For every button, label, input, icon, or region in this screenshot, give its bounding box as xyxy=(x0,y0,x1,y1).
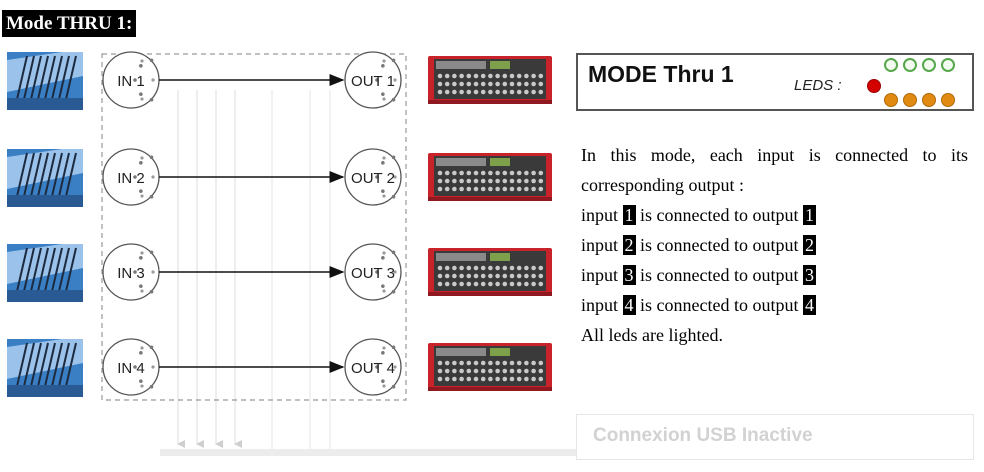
input-number: 3 xyxy=(622,265,636,285)
usb-status-panel: Connexion USB Inactive xyxy=(576,414,974,460)
midi-in-port-label: IN 2 xyxy=(117,170,145,187)
midi-out-port-label: OUT 2 xyxy=(351,170,395,187)
midi-out-port-label: OUT 1 xyxy=(351,73,395,90)
leds-label: LEDS : xyxy=(794,77,842,94)
midi-in-port: IN 2 xyxy=(102,148,160,206)
midi-out-port: OUT 1 xyxy=(344,51,402,109)
midi-in-port-label: IN 3 xyxy=(117,265,145,282)
midi-out-port-label: OUT 4 xyxy=(351,360,395,377)
midi-in-port-label: IN 1 xyxy=(117,73,145,90)
led-green-1 xyxy=(884,58,898,72)
output-number: 4 xyxy=(802,295,816,315)
pair-line-4: input 4 is connected to output 4 xyxy=(581,295,816,315)
routing-row: IN 1 OUT 1 xyxy=(7,51,552,110)
midi-out-port: OUT 4 xyxy=(344,338,402,396)
keyboard-icon xyxy=(7,52,83,110)
usb-status-text: Connexion USB Inactive xyxy=(593,425,813,446)
intro-line-1: In this mode, each input is connected to… xyxy=(581,145,968,165)
keyboard-icon xyxy=(7,149,83,207)
midi-out-port-label: OUT 3 xyxy=(351,265,395,282)
midi-router-frame xyxy=(101,53,407,401)
pair-line-3: input 3 is connected to output 3 xyxy=(581,265,816,285)
keyboard-icon xyxy=(7,244,83,302)
synth-module-icon xyxy=(428,56,552,104)
midi-out-port: OUT 3 xyxy=(344,243,402,301)
midi-out-port: OUT 2 xyxy=(344,148,402,206)
mode-description: In this mode, each input is connected to… xyxy=(581,140,968,350)
page-title: Mode THRU 1: xyxy=(2,10,137,37)
output-number: 1 xyxy=(802,205,816,225)
routing-row: IN 3 OUT 3 xyxy=(7,243,552,302)
midi-in-port: IN 4 xyxy=(102,338,160,396)
mode-title: MODE Thru 1 xyxy=(588,61,734,87)
keyboard-icon xyxy=(7,339,83,397)
synth-module-icon xyxy=(428,343,552,391)
synth-module-icon xyxy=(428,248,552,296)
midi-in-port: IN 1 xyxy=(102,51,160,109)
midi-in-port: IN 3 xyxy=(102,243,160,301)
midi-in-port-label: IN 4 xyxy=(117,360,145,377)
led-orange-2 xyxy=(903,93,917,107)
routing-row: IN 2 OUT 2 xyxy=(7,148,552,207)
input-number: 4 xyxy=(622,295,636,315)
intro-line-2: corresponding output : xyxy=(581,175,744,195)
led-orange-1 xyxy=(884,93,898,107)
output-number: 3 xyxy=(802,265,816,285)
led-green-3 xyxy=(922,58,936,72)
routing-row: IN 4 OUT 4 xyxy=(7,338,552,397)
input-number: 2 xyxy=(622,235,636,255)
pair-line-1: input 1 is connected to output 1 xyxy=(581,205,816,225)
led-orange-4 xyxy=(941,93,955,107)
synth-module-icon xyxy=(428,153,552,201)
led-orange-3 xyxy=(922,93,936,107)
pair-line-2: input 2 is connected to output 2 xyxy=(581,235,816,255)
led-red xyxy=(867,79,881,93)
led-green-2 xyxy=(903,58,917,72)
led-green-4 xyxy=(941,58,955,72)
input-number: 1 xyxy=(622,205,636,225)
mode-panel: MODE Thru 1 LEDS : xyxy=(576,53,974,111)
output-number: 2 xyxy=(802,235,816,255)
closing-line: All leds are lighted. xyxy=(581,325,723,345)
